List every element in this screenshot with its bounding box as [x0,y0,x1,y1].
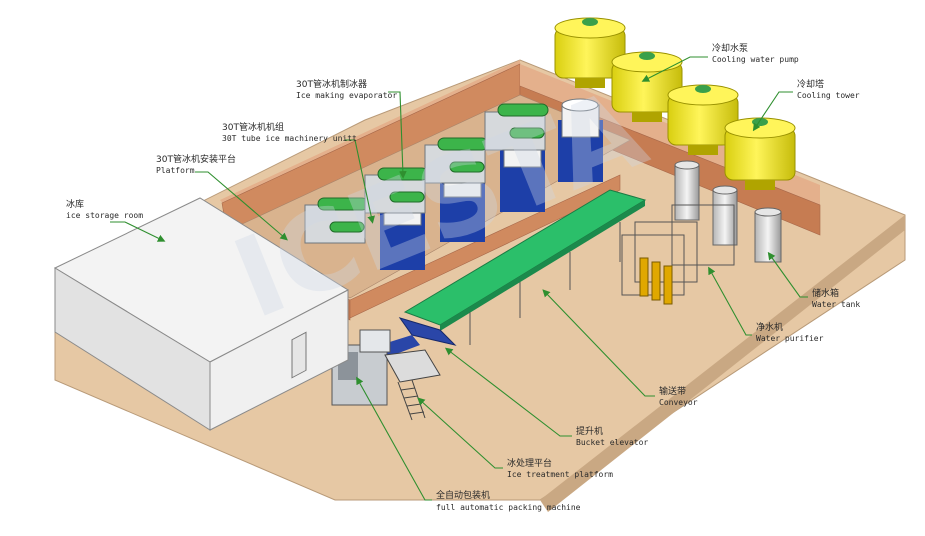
leader-lines [110,56,808,501]
svg-text:净水机: 净水机 [756,321,783,333]
label-cooling-water-pump: 冷却水泵 Cooling water pump [712,42,799,64]
svg-text:Water purifier: Water purifier [756,334,824,343]
svg-text:Platform: Platform [156,166,195,175]
tube-ice-machine-units [304,98,603,270]
label-water-purifier: 净水机 Water purifier [756,321,824,343]
conveyor-belt [403,189,647,345]
svg-text:Cooling water pump: Cooling water pump [712,55,799,64]
svg-text:30T tube ice machinery unitt: 30T tube ice machinery unitt [222,134,357,143]
ice-treatment-platform [384,349,441,421]
water-tanks [674,160,782,263]
label-cooling-tower: 冷却塔 Cooling tower [797,78,860,100]
cooling-tower-4 [724,117,796,190]
svg-text:full automatic packing machine: full automatic packing machine [436,503,581,512]
svg-text:Ice treatment platform: Ice treatment platform [507,470,613,479]
svg-text:Cooling tower: Cooling tower [797,91,860,100]
svg-text:储水箱: 储水箱 [812,287,839,299]
label-conveyor: 输送带 Conveyor [659,385,698,407]
svg-text:输送带: 输送带 [659,385,686,397]
cooling-tower-1 [554,17,626,88]
label-ice-making-evaporator: 30T管冰机制冰器 Ice making evaporator [296,78,397,100]
svg-text:提升机: 提升机 [576,425,603,437]
svg-text:Ice making evaporator: Ice making evaporator [296,91,397,100]
svg-text:30T管冰机制冰器: 30T管冰机制冰器 [296,78,367,90]
svg-text:30T管冰机安装平台: 30T管冰机安装平台 [156,153,236,165]
svg-text:冷却塔: 冷却塔 [797,78,824,90]
svg-text:Water tank: Water tank [812,300,860,309]
label-packing-machine: 全自动包装机 full automatic packing machine [436,489,581,512]
label-bucket-elevator: 提升机 Bucket elevator [576,425,648,447]
floor-edge [540,215,905,512]
label-platform: 30T管冰机安装平台 Platform [156,153,236,175]
label-ice-machinery-unit: 30T管冰机机组 30T tube ice machinery unitt [222,121,357,143]
ice-storage-room [53,197,350,431]
label-water-tank: 储水箱 Water tank [812,287,860,309]
ice-unit-4 [484,98,603,182]
water-purifier [621,204,735,305]
svg-text:Conveyor: Conveyor [659,398,698,407]
svg-text:全自动包装机: 全自动包装机 [436,489,490,501]
svg-text:ice storage room: ice storage room [66,211,143,220]
svg-text:30T管冰机机组: 30T管冰机机组 [222,121,284,133]
cooling-tower-2 [611,51,683,122]
svg-text:冷却水泵: 冷却水泵 [712,42,748,54]
label-ice-treatment-platform: 冰处理平台 Ice treatment platform [507,457,613,479]
svg-text:Bucket elevator: Bucket elevator [576,438,648,447]
cooling-tower-3 [667,84,739,155]
cooling-towers [554,17,796,190]
label-ice-storage-room: 冰库 ice storage room [66,198,143,220]
svg-text:冰处理平台: 冰处理平台 [507,457,552,469]
packing-machine [331,329,391,406]
svg-text:冰库: 冰库 [66,198,84,210]
